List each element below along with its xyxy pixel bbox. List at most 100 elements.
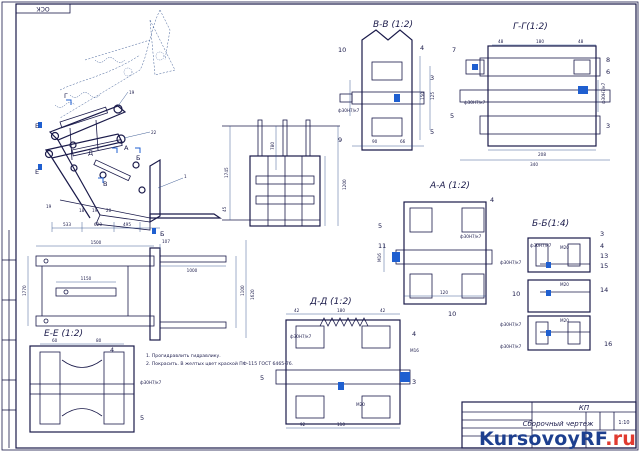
balloon-gg-5: 5 (450, 112, 454, 120)
title-code: КП (579, 404, 590, 412)
balloon-ee-5: 5 (140, 414, 144, 422)
dim-dd-5: 92 (300, 422, 306, 427)
note-1: 1. Прогидравлить гидравлику. (146, 353, 221, 359)
label-G: Г (64, 92, 68, 100)
dim-front-2: 1200 (342, 179, 347, 190)
fit-gg-2: ф30Н7/к7 (601, 82, 606, 104)
watermark-text: KursovoyRF (478, 428, 606, 450)
dim-dd-3: 42 (380, 308, 386, 313)
balloon-vv-9: 9 (338, 136, 342, 144)
fit-aa: ф30Н7/к7 (460, 234, 482, 239)
balloon-vv-4: 4 (420, 44, 424, 52)
balloon-19-top: 19 (129, 90, 135, 95)
balloon-gg-6: 6 (606, 68, 610, 76)
section-title-E-E: Е-Е (1:2) (44, 329, 83, 339)
section-D-D: Д-Д (1:2) 42 180 42 110 92 ф30Н7/к7 M20 … (260, 297, 419, 429)
balloon-gg-7: 7 (452, 46, 456, 54)
dim-plan-4: 1000 (187, 268, 198, 273)
balloon-dd-4: 4 (412, 330, 416, 338)
dim-vv-2: 66 (400, 139, 406, 144)
balloon-bb-15: 15 (600, 262, 608, 270)
dim-gg-2: 180 (536, 39, 544, 44)
thread-bb-2: M20 (560, 282, 569, 287)
label-B: Б (136, 154, 140, 162)
balloon-dd-5: 5 (260, 374, 264, 382)
thread-bb-3: M20 (560, 318, 569, 323)
dim-gg-1: 48 (498, 39, 504, 44)
balloon-18: 18 (79, 208, 85, 213)
fit-dd: ф30Н7/к7 (290, 334, 312, 339)
section-title-B-B: Б-Б(1:4) (532, 219, 569, 229)
balloon-bb-10: 10 (512, 290, 520, 298)
fit-bb-2: ф30Н7/к7 (500, 260, 522, 265)
title-name: Сборочный чертеж (523, 420, 594, 428)
title-scale: 1:10 (618, 420, 629, 426)
dim-plan-1: 1500 (91, 240, 102, 245)
balloon-aa-4: 4 (490, 196, 494, 204)
dim-vv-3: 150 (420, 92, 425, 100)
balloon-1: 1 (184, 174, 187, 179)
label-A: А (124, 144, 129, 152)
balloon-aa-11: 11 (378, 242, 386, 250)
balloon-vv-5: 5 (430, 128, 434, 136)
dim-dd-1: 42 (294, 308, 300, 313)
code-box (15, 3, 71, 14)
dim-main-1: 533 (63, 222, 71, 227)
fit-bb-4: ф30Н7/к7 (500, 344, 522, 349)
label-V: В (103, 180, 107, 188)
balloon-aa-10: 10 (448, 310, 456, 318)
dim-vv-4: 125 (430, 92, 435, 100)
dim-front-3: 780 (270, 142, 275, 150)
balloon-bb-16: 16 (604, 340, 612, 348)
section-title-G-G: Г-Г(1:2) (513, 22, 548, 32)
section-E-E: Е-Е (1:2) 60 80 ф30Н7/к7 5 4 (29, 329, 162, 433)
section-title-D-D: Д-Д (1:2) (309, 297, 352, 307)
dim-ee-1: 60 (52, 338, 58, 343)
watermark-logo: KursovoyRF.ru (479, 428, 636, 450)
thread-bb-1: M20 (560, 245, 569, 250)
fit-vv: ф30Н7/к7 (338, 108, 360, 113)
section-G-G: Г-Г(1:2) 48 180 48 208 340 ф30Н7/к7 ф30Н… (450, 22, 611, 167)
balloon-19-mid: 19 (92, 208, 98, 213)
dim-plan-6: 1100 (240, 285, 245, 296)
fit-ee: ф30Н7/к7 (140, 380, 162, 385)
main-view-loader: 533 620 495 Е Е Г В Б Б Д А 19 22 1 19 1… (35, 9, 222, 238)
balloon-bb-14: 14 (600, 286, 608, 294)
dim-vv-1: 90 (372, 139, 378, 144)
balloon-20: 20 (106, 208, 112, 213)
label-E-top: Е (35, 122, 39, 130)
note-2: 2. Покрасить. В желтых цвет краской ПФ-1… (146, 360, 293, 367)
dim-gg-3: 48 (578, 39, 584, 44)
dim-front-4: 45 (222, 206, 227, 212)
fit-gg-1: ф30Н7/к7 (464, 100, 486, 105)
dim-front-1: 1745 (224, 167, 229, 178)
dim-ee-2: 80 (96, 338, 102, 343)
technical-notes: 1. Прогидравлить гидравлику. 2. Покрасит… (146, 353, 293, 367)
balloon-bb-4: 4 (600, 242, 604, 250)
dim-aa-2: M16 (377, 253, 382, 262)
balloon-gg-3: 3 (606, 122, 610, 130)
section-A-A: А-А (1:2) ф30Н7/к7 120 M16 5 11 4 10 (377, 181, 494, 318)
balloon-aa-5: 5 (378, 222, 382, 230)
section-title-A-A: А-А (1:2) (429, 181, 470, 191)
inner-frame (15, 3, 637, 449)
title-block: КП Сборочный чертеж 1:10 (461, 401, 637, 449)
balloon-dd-3: 3 (412, 378, 416, 386)
dim-plan-5: 1770 (22, 285, 27, 296)
dim-plan-3: 1150 (81, 276, 92, 281)
section-title-V-V: В-В (1:2) (373, 20, 413, 30)
dim-gg-4: 208 (538, 152, 546, 157)
balloon-19-left: 19 (46, 204, 52, 209)
dim-dd-4: 110 (337, 422, 345, 427)
label-E-bottom: Е (35, 168, 39, 176)
label-D: Д (88, 149, 93, 157)
sheet-code: ОСК (36, 5, 50, 12)
section-B-B: Б-Б(1:4) ф30Н7/к7 ф30Н7/к7 ф30Н7/к7 ф30Н… (500, 219, 612, 351)
section-V-V: В-В (1:2) ф30Н7/к7 90 66 150 125 10 9 4 … (338, 20, 435, 151)
plan-view: 1500 107 1150 1000 1770 1100 1620 (22, 239, 255, 341)
dim-plan-7: 1620 (250, 289, 255, 300)
front-view-frame: 1745 1200 780 45 (222, 119, 347, 227)
